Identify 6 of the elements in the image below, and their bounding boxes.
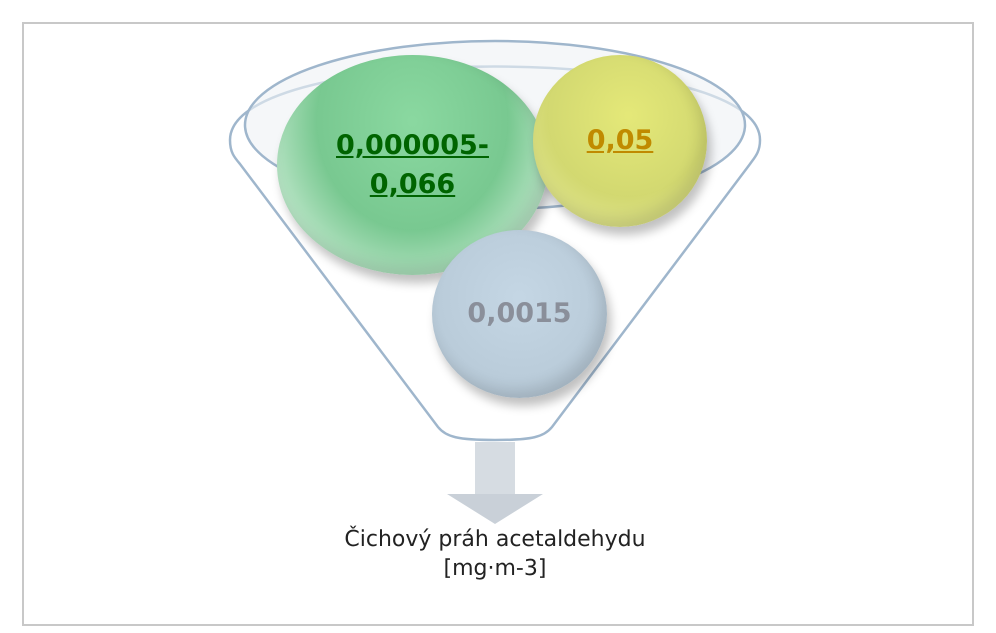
value-label: 0,0015 bbox=[466, 297, 573, 332]
value-label: 0,000005-0,066 bbox=[335, 128, 490, 202]
value-label: 0,05 bbox=[586, 124, 654, 158]
caption-text: Čichový práh acetaldehydu [mg·m-3] bbox=[343, 526, 647, 583]
bubble bbox=[533, 55, 707, 227]
block-arrow bbox=[447, 442, 543, 524]
